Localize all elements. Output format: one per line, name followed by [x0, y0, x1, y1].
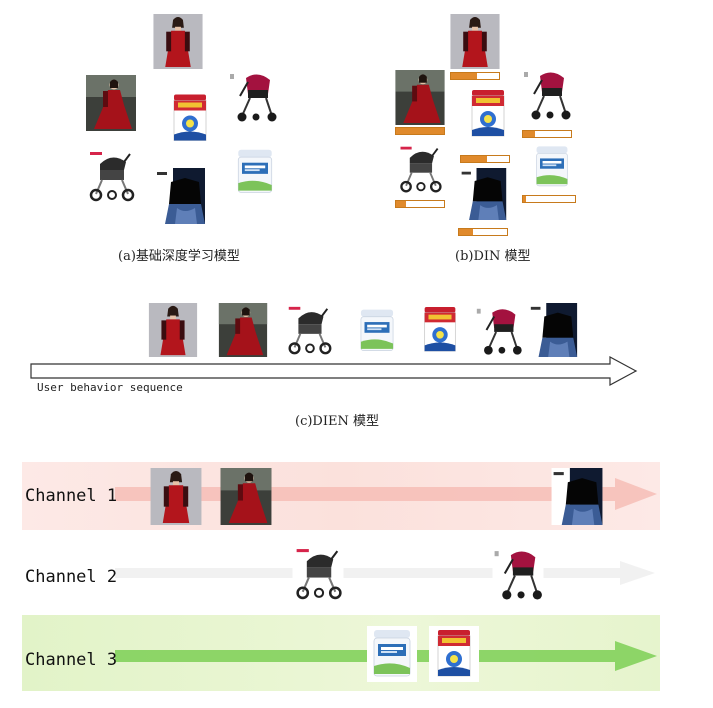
- full-cream-milk-can-icon: [528, 143, 576, 191]
- baby-stroller-icon: [395, 143, 445, 195]
- dark-jacket-outfit-icon: [458, 168, 508, 220]
- woman-red-dress-outdoor-icon: [86, 73, 136, 133]
- panel-c-caption: (c)DIEN 模型: [295, 414, 379, 429]
- panel-a-caption: (a)基础深度学习模型: [118, 249, 240, 264]
- milk-powder-can-icon: [165, 87, 215, 150]
- channel-1-arrow: [115, 478, 657, 510]
- dark-jacket-outfit-icon: [528, 303, 578, 357]
- baby-stroller-icon: [284, 303, 334, 357]
- attention-bar: [522, 195, 576, 203]
- attention-bar: [458, 228, 508, 236]
- woman-red-dress-outdoor-icon: [395, 70, 445, 125]
- milk-powder-can-icon: [416, 303, 464, 357]
- attention-bar: [395, 200, 445, 208]
- channel-3-label: Channel 3: [25, 650, 118, 670]
- baby-stroller-alt-icon: [228, 65, 278, 127]
- woman-red-dress-icon: [150, 468, 202, 525]
- baby-stroller-icon: [292, 545, 344, 602]
- milk-powder-can-icon: [428, 626, 480, 682]
- attention-bar: [395, 127, 445, 135]
- baby-stroller-alt-icon: [492, 545, 544, 602]
- baby-stroller-icon: [86, 148, 136, 204]
- attention-bar: [460, 155, 510, 163]
- attention-bar: [522, 130, 572, 138]
- baby-stroller-alt-icon: [522, 65, 572, 123]
- full-cream-milk-can-icon: [352, 306, 402, 356]
- sequence-arrow: [30, 356, 638, 386]
- woman-red-dress-outdoor-icon: [218, 303, 268, 357]
- milk-powder-can-icon: [463, 85, 513, 143]
- channel-2-label: Channel 2: [25, 567, 118, 587]
- dark-jacket-outfit-icon: [155, 168, 205, 224]
- woman-red-dress-outdoor-icon: [220, 468, 272, 525]
- full-cream-milk-can-icon: [366, 626, 418, 682]
- dark-jacket-outfit-icon: [550, 468, 604, 525]
- baby-stroller-alt-icon: [474, 303, 524, 357]
- channel-2-arrow: [115, 561, 655, 585]
- woman-red-dress-icon: [450, 14, 500, 69]
- woman-red-dress-icon: [153, 14, 203, 69]
- woman-red-dress-icon: [148, 303, 198, 357]
- channel-1-label: Channel 1: [25, 486, 118, 506]
- full-cream-milk-can-icon: [230, 146, 280, 198]
- attention-bar: [450, 72, 500, 80]
- sequence-label: User behavior sequence: [37, 381, 183, 394]
- panel-b-caption: (b)DIN 模型: [455, 249, 531, 264]
